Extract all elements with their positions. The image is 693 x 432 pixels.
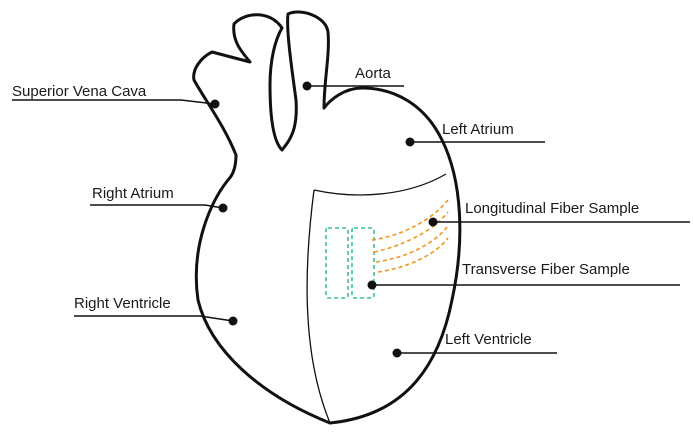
label-right-ventricle: Right Ventricle: [74, 295, 171, 312]
longitudinal-sample-curve-4: [378, 238, 448, 272]
heart-outline: [194, 12, 460, 423]
leader-right-ventricle: [74, 316, 233, 321]
longitudinal-sample-curve-3: [376, 226, 448, 262]
dot-longitudinal: [429, 218, 438, 227]
leader-superior-vena-cava: [12, 100, 215, 104]
leader-right-atrium: [90, 205, 223, 208]
longitudinal-sample-curve-2: [374, 212, 448, 252]
label-left-ventricle: Left Ventricle: [445, 331, 532, 348]
dot-left-ventricle: [393, 349, 402, 358]
label-aorta: Aorta: [355, 65, 392, 82]
label-left-atrium: Left Atrium: [442, 121, 514, 138]
dot-aorta: [303, 82, 312, 91]
dot-superior-vena-cava: [211, 100, 220, 109]
label-transverse-fiber-sample: Transverse Fiber Sample: [462, 261, 630, 278]
dot-right-ventricle: [229, 317, 238, 326]
dot-transverse: [368, 281, 377, 290]
transverse-sample-rect-1: [326, 228, 348, 298]
dot-right-atrium: [219, 204, 228, 213]
label-right-atrium: Right Atrium: [92, 185, 174, 202]
dot-left-atrium: [406, 138, 415, 147]
label-longitudinal-fiber-sample: Longitudinal Fiber Sample: [465, 200, 639, 217]
label-superior-vena-cava: Superior Vena Cava: [12, 83, 147, 100]
